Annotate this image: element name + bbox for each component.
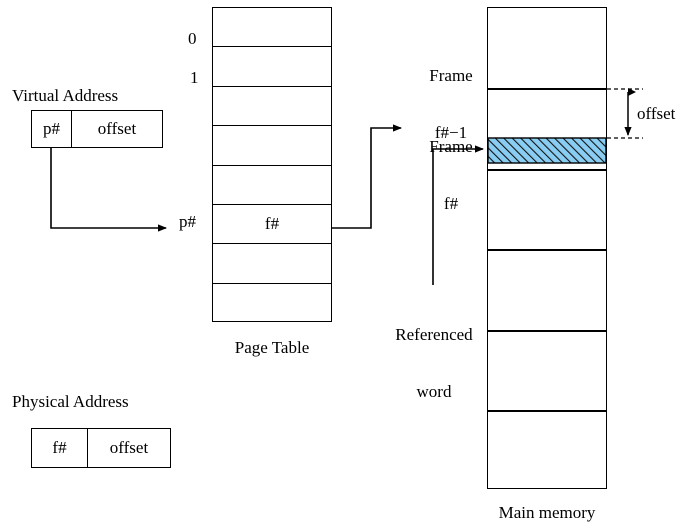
main-memory-caption: Main memory	[498, 503, 596, 522]
virtual-address-offset-field: offset	[97, 119, 137, 138]
frame-label-f-minus-1: Frame f#−1	[419, 28, 483, 180]
frame-label-f: Frame f#	[419, 99, 483, 251]
main-memory	[487, 7, 607, 489]
frame-label-f-minus-1-line2: f#−1	[434, 123, 468, 143]
page-table-row	[213, 166, 331, 205]
main-memory-frame-separator	[488, 169, 606, 171]
page-table-row	[213, 244, 331, 284]
frame-label-f-line2: f#	[443, 194, 459, 214]
page-table-row	[213, 284, 331, 323]
referenced-word-label-line1: Referenced	[395, 325, 473, 345]
referenced-word-label-line2: word	[416, 382, 452, 402]
physical-address-frame-number-field: f#	[32, 429, 88, 467]
referenced-word-label: Referenced word	[373, 287, 495, 439]
page-table-row	[213, 87, 331, 127]
page-table-row	[213, 8, 331, 48]
page-table-row	[213, 126, 331, 166]
main-memory-frame-separator	[488, 88, 606, 90]
offset-bracket-label: offset	[637, 104, 676, 123]
physical-address-box: f# offset	[31, 428, 171, 468]
page-table-caption: Page Table	[234, 338, 310, 357]
page-table-index-label-page-number: p#	[179, 212, 196, 231]
connector-virtual-to-page-table	[50, 148, 167, 232]
page-table: f#	[212, 7, 332, 322]
main-memory-frame-separator	[488, 249, 606, 251]
virtual-address-title: Virtual Address	[12, 86, 119, 105]
main-memory-frame-separator	[488, 410, 606, 412]
frame-label-f-line1: Frame	[429, 137, 473, 157]
page-table-index-label-0: 0	[188, 29, 197, 48]
virtual-address-page-number-field: p#	[32, 111, 72, 147]
physical-address-title: Physical Address	[12, 392, 129, 411]
frame-label-f-minus-1-line1: Frame	[429, 66, 473, 86]
page-table-index-label-1: 1	[190, 68, 199, 87]
page-table-row	[213, 47, 331, 87]
main-memory-frame-separator	[488, 330, 606, 332]
connector-page-table-to-frame	[332, 124, 402, 229]
page-table-row-selected: f#	[213, 205, 331, 245]
physical-address-offset-field: offset	[109, 438, 149, 457]
virtual-address-box: p# offset	[31, 110, 163, 148]
